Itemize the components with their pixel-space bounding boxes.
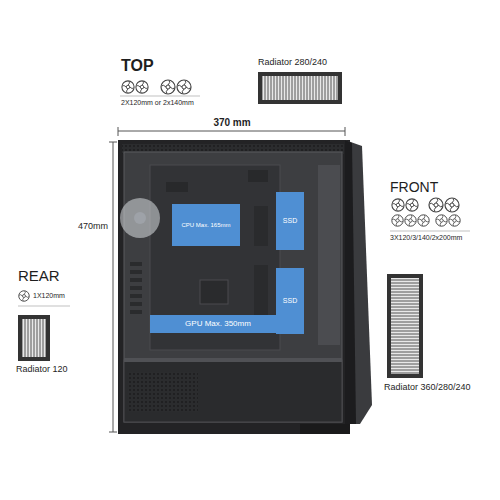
gpu-clearance-box: GPU Max. 350mm — [150, 315, 286, 333]
section-heading: REAR — [18, 268, 60, 285]
front-fans — [392, 198, 460, 226]
cpu-clearance-box: CPU Max. 165mm — [172, 204, 240, 246]
pc-case — [118, 140, 372, 434]
radiator-spec: Radiator 360/280/240 — [384, 383, 471, 393]
dimension: 370 mm — [213, 117, 250, 128]
radiator-frame — [18, 315, 50, 361]
height-dimension — [109, 142, 117, 432]
divider — [18, 306, 70, 307]
clearance-text: GPU Max. 350mm — [185, 320, 251, 329]
clearance-text: SSD — [283, 217, 297, 225]
fan-spec: 2X120mm or 2x140mm — [121, 99, 194, 107]
fan-spec: 1X120mm — [33, 292, 65, 300]
fan-spec: 3X120/3/140/2x200mm — [390, 234, 462, 242]
clearance-text: SSD — [283, 297, 297, 305]
radiator-frame — [258, 72, 342, 104]
radiator-fins — [22, 319, 46, 357]
ssd-bay: SSD — [276, 192, 304, 250]
width-dimension — [118, 127, 345, 136]
divider — [120, 96, 200, 97]
dimension: 470mm — [78, 222, 108, 232]
top-fans — [122, 80, 191, 94]
section-heading: FRONT — [390, 180, 438, 195]
radiator-spec: Radiator 120 — [16, 365, 68, 375]
rear-fan — [19, 291, 30, 302]
radiator-fins — [262, 76, 338, 100]
radiator-spec: Radiator 280/240 — [258, 58, 327, 68]
clearance-text: CPU Max. 165mm — [181, 222, 230, 229]
section-heading: TOP — [121, 57, 154, 75]
radiator-fins — [391, 278, 419, 374]
divider — [390, 231, 470, 232]
radiator-frame — [387, 274, 423, 378]
